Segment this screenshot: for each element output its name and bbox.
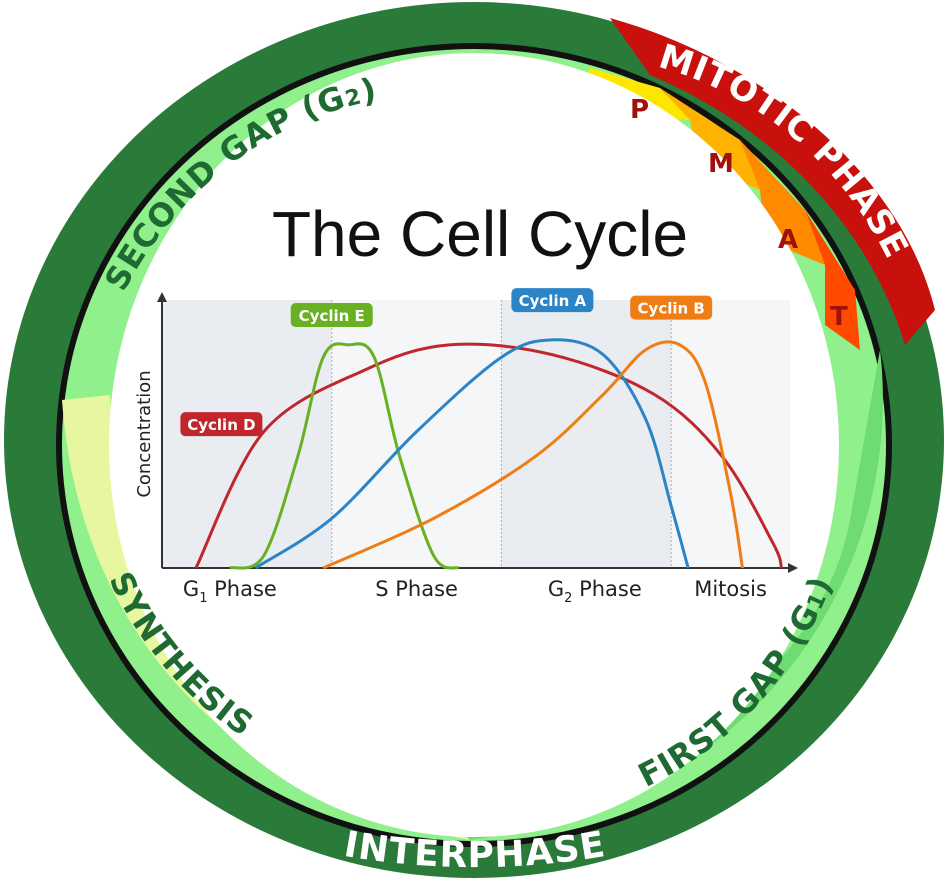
cyclin-d-line (194, 342, 783, 569)
cyclin-d-tag (180, 412, 263, 437)
phase-band (671, 300, 790, 568)
metaphase-letter: M (708, 149, 735, 179)
metaphase-segment (660, 88, 760, 190)
prophase-letter: P (630, 95, 650, 125)
cyclin-a-tag (511, 288, 594, 313)
cyclin-a-label: Cyclin A (519, 292, 587, 310)
diagram-title: The Cell Cycle (272, 198, 688, 270)
telophase-segment (805, 210, 860, 350)
cyclin-b-tag (630, 295, 713, 320)
telophase-letter: T (830, 302, 849, 332)
cyclin-e-line (229, 342, 460, 570)
cyclin-e-tag (290, 303, 373, 328)
cyclin-b-line (322, 340, 744, 570)
y-axis-label: Concentration (134, 370, 155, 497)
cyclin-d-label: Cyclin D (187, 416, 255, 434)
phase-band (501, 300, 672, 568)
phase-label: Mitosis (694, 577, 767, 601)
mitotic-band (610, 18, 935, 345)
phase-label: G2 Phase (548, 577, 642, 606)
cyclin-chart: Concentration G1 Phase S Phase G2 Phase Mito… (134, 288, 798, 606)
phase-label: S Phase (375, 577, 458, 601)
cyclin-a-line (254, 338, 690, 570)
cyclin-e-label: Cyclin E (299, 307, 365, 325)
anaphase-segment (740, 140, 825, 265)
anaphase-letter: A (778, 225, 799, 255)
cyclin-b-label: Cyclin B (638, 300, 705, 318)
y-axis-arrow (157, 292, 167, 302)
x-axis-arrow (788, 563, 798, 573)
phase-label: G1 Phase (183, 577, 277, 606)
